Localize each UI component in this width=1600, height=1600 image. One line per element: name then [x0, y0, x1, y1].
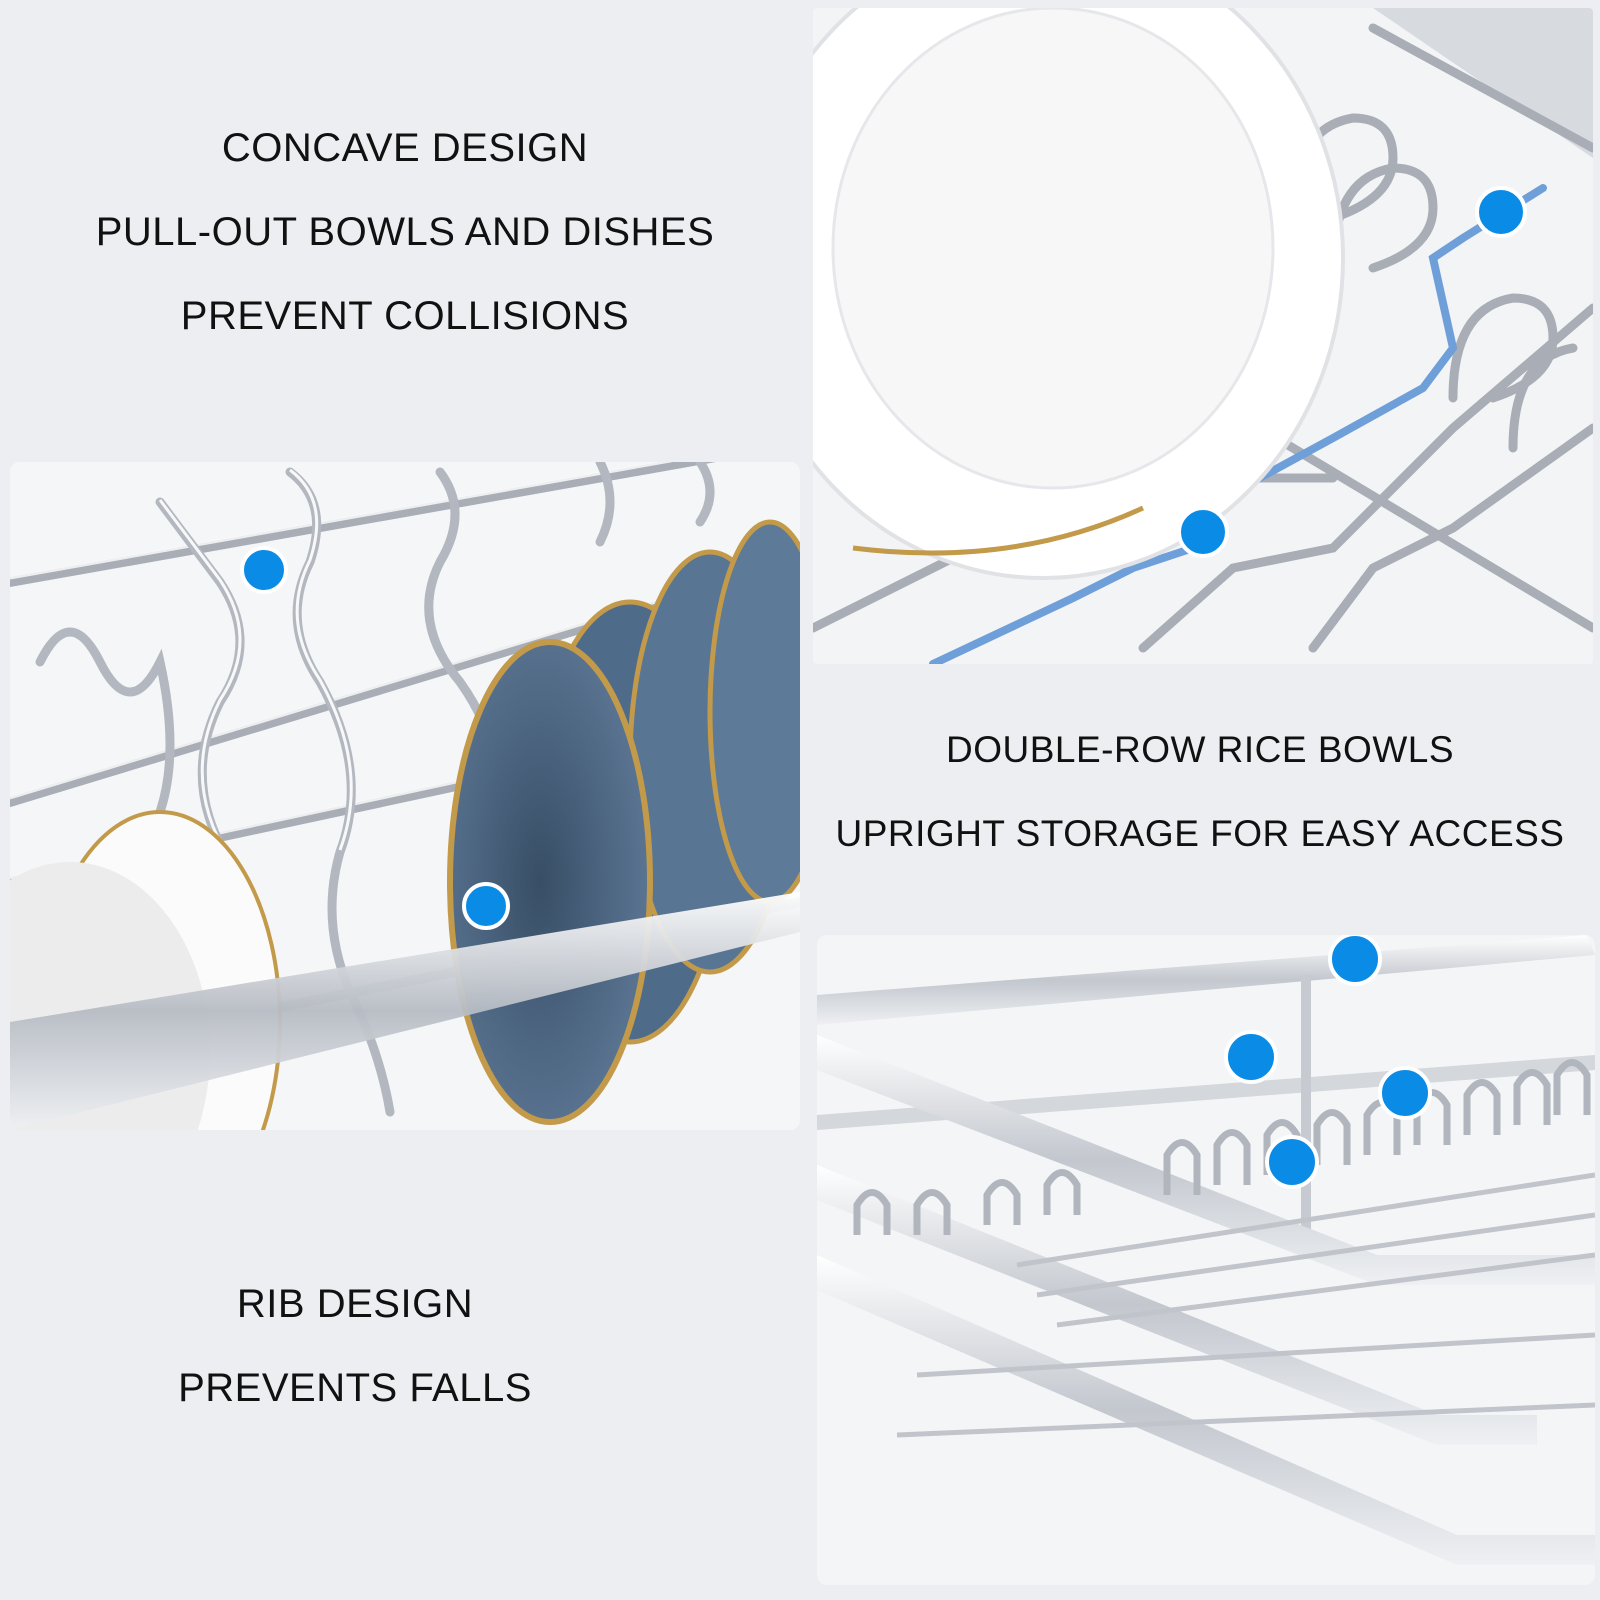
caption-concave-design: CONCAVE DESIGN PULL-OUT BOWLS AND DISHES…	[20, 106, 790, 358]
photo-bowls-rack	[10, 462, 800, 1130]
caption-line: UPRIGHT STORAGE FOR EASY ACCESS	[835, 813, 1565, 854]
caption-rib-design: RIB DESIGN PREVENTS FALLS	[0, 1262, 710, 1430]
plate-rack-illustration	[813, 8, 1593, 664]
marker-dot	[240, 546, 288, 594]
marker-dot	[1475, 186, 1527, 238]
caption-line: PREVENTS FALLS	[178, 1366, 532, 1410]
caption-line: CONCAVE DESIGN	[221, 126, 589, 170]
photo-plate-rack	[813, 8, 1593, 664]
marker-dot	[1328, 935, 1382, 986]
caption-line: RIB DESIGN	[236, 1282, 474, 1326]
marker-dot	[1265, 1135, 1319, 1189]
basket-illustration	[817, 935, 1595, 1585]
caption-line: PREVENT COLLISIONS	[180, 294, 630, 338]
photo-basket	[817, 935, 1595, 1585]
caption-line: PULL-OUT BOWLS AND DISHES	[95, 210, 715, 254]
bowls-rack-illustration	[10, 462, 800, 1130]
caption-line: DOUBLE-ROW RICE BOWLS	[946, 729, 1454, 770]
marker-dot	[1224, 1030, 1278, 1084]
marker-dot	[1177, 506, 1229, 558]
caption-double-row: DOUBLE-ROW RICE BOWLS UPRIGHT STORAGE FO…	[800, 708, 1600, 876]
marker-dot	[1378, 1066, 1432, 1120]
marker-dot	[462, 882, 510, 930]
